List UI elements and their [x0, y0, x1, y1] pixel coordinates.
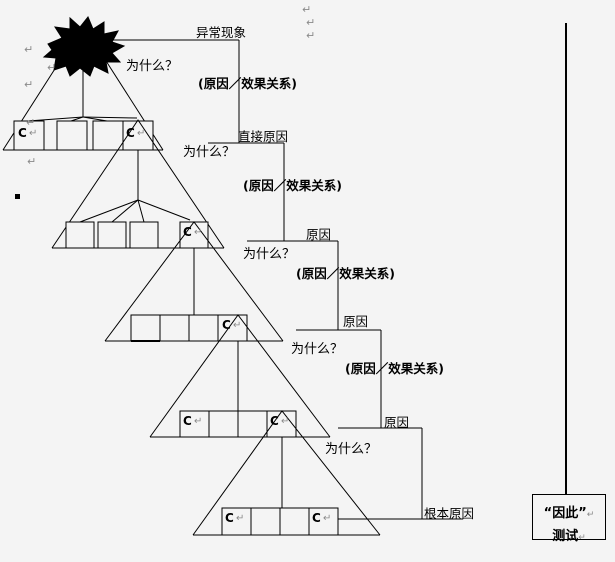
label-relation-2: (原因／效果关系) — [243, 178, 342, 193]
box-marker-c: C — [126, 126, 135, 140]
box-marker-c: C — [183, 225, 192, 239]
label-why-3: 为什么？ — [243, 247, 296, 262]
box-return-mark: ↵ — [137, 128, 146, 139]
label-cause-2: 原因 — [343, 314, 369, 329]
label-why-5: 为什么？ — [325, 442, 378, 457]
box-level-2-2 — [97, 221, 127, 249]
box-level-4-2 — [208, 410, 239, 438]
box-level-5-2 — [250, 507, 281, 536]
triangle-level-4 — [149, 314, 331, 438]
return-mark: ↵ — [24, 78, 34, 91]
connector-brackets — [110, 39, 463, 520]
label-cause-1: 原因 — [306, 227, 332, 242]
box-level-4-3 — [237, 410, 268, 438]
box-level-3-2 — [159, 314, 190, 342]
box-level-5-3 — [279, 507, 310, 536]
box-return-mark: ↵ — [323, 513, 332, 524]
box-level-1-3 — [92, 120, 124, 151]
label-why-1: 为什么？ — [126, 59, 179, 74]
label-root-cause: 根本原因 — [424, 506, 475, 521]
return-mark: ↵ — [306, 29, 316, 42]
box-level-4-4 — [266, 410, 297, 438]
so-that-return-mark-2: ↵ — [578, 533, 586, 543]
label-cause-3: 原因 — [384, 415, 410, 430]
box-marker-c: C — [18, 126, 27, 140]
box-return-mark: ↵ — [236, 513, 245, 524]
return-mark: ↵ — [27, 155, 37, 168]
box-marker-c: C — [270, 414, 279, 428]
return-mark: ↵ — [24, 43, 34, 56]
label-abnormal-phenomenon: 异常现象 — [196, 25, 247, 40]
box-marker-c: C — [312, 511, 321, 525]
triangle-level-2 — [51, 119, 225, 249]
box-marker-c: C — [222, 318, 231, 332]
box-marker-c: C — [225, 511, 234, 525]
box-return-mark: ↵ — [194, 227, 203, 238]
abnormal-phenomenon-burst — [42, 16, 126, 77]
fan-level-1-b — [70, 116, 84, 122]
box-return-mark: ↵ — [281, 416, 290, 427]
fan-level-1-a — [27, 116, 84, 122]
box-return-mark: ↵ — [233, 320, 242, 331]
fan-level-2-b — [111, 199, 139, 223]
label-relation-3: (原因／效果关系) — [296, 266, 395, 281]
so-that-line-1: “因此” — [543, 506, 587, 521]
fan-level-2-c — [137, 199, 145, 223]
triangle-level-3 — [104, 221, 284, 342]
box-level-5-1 — [221, 507, 252, 536]
triangle-level-5 — [192, 410, 381, 536]
label-relation-4: (原因／效果关系) — [345, 361, 444, 376]
label-direct-cause: 直接原因 — [238, 129, 289, 144]
level-5-group — [192, 410, 381, 536]
fan-level-1-c — [82, 116, 108, 122]
so-that-test-box: “因此”↵ 测试↵ — [532, 494, 606, 544]
box-level-2-3 — [129, 221, 159, 249]
box-level-5-4 — [308, 507, 339, 536]
box-level-3-1 — [130, 314, 161, 342]
so-that-return-mark-1: ↵ — [586, 510, 595, 520]
box-return-mark: ↵ — [194, 416, 203, 427]
box-marker-c: C — [183, 414, 192, 428]
level-1-group — [2, 16, 164, 151]
label-why-2: 为什么？ — [183, 145, 236, 160]
return-mark: ↵ — [302, 3, 312, 16]
box-level-2-1 — [65, 221, 95, 249]
box-level-1-1 — [13, 120, 45, 151]
square-bullet-marker — [15, 194, 20, 199]
level-4-group — [149, 314, 331, 438]
label-why-4: 为什么？ — [291, 342, 344, 357]
return-mark: ↵ — [47, 61, 57, 74]
box-return-mark: ↵ — [29, 128, 38, 139]
fan-level-2-a — [79, 199, 139, 223]
box-level-1-2 — [56, 120, 88, 151]
return-mark: ↵ — [306, 16, 316, 29]
fan-level-2-d — [137, 199, 191, 221]
fan-level-1-d — [82, 116, 138, 119]
so-that-line-2: 测试 — [552, 529, 579, 544]
box-level-3-3 — [188, 314, 219, 342]
label-relation-1: (原因／效果关系) — [198, 76, 297, 91]
return-mark: ↵ — [26, 116, 36, 129]
